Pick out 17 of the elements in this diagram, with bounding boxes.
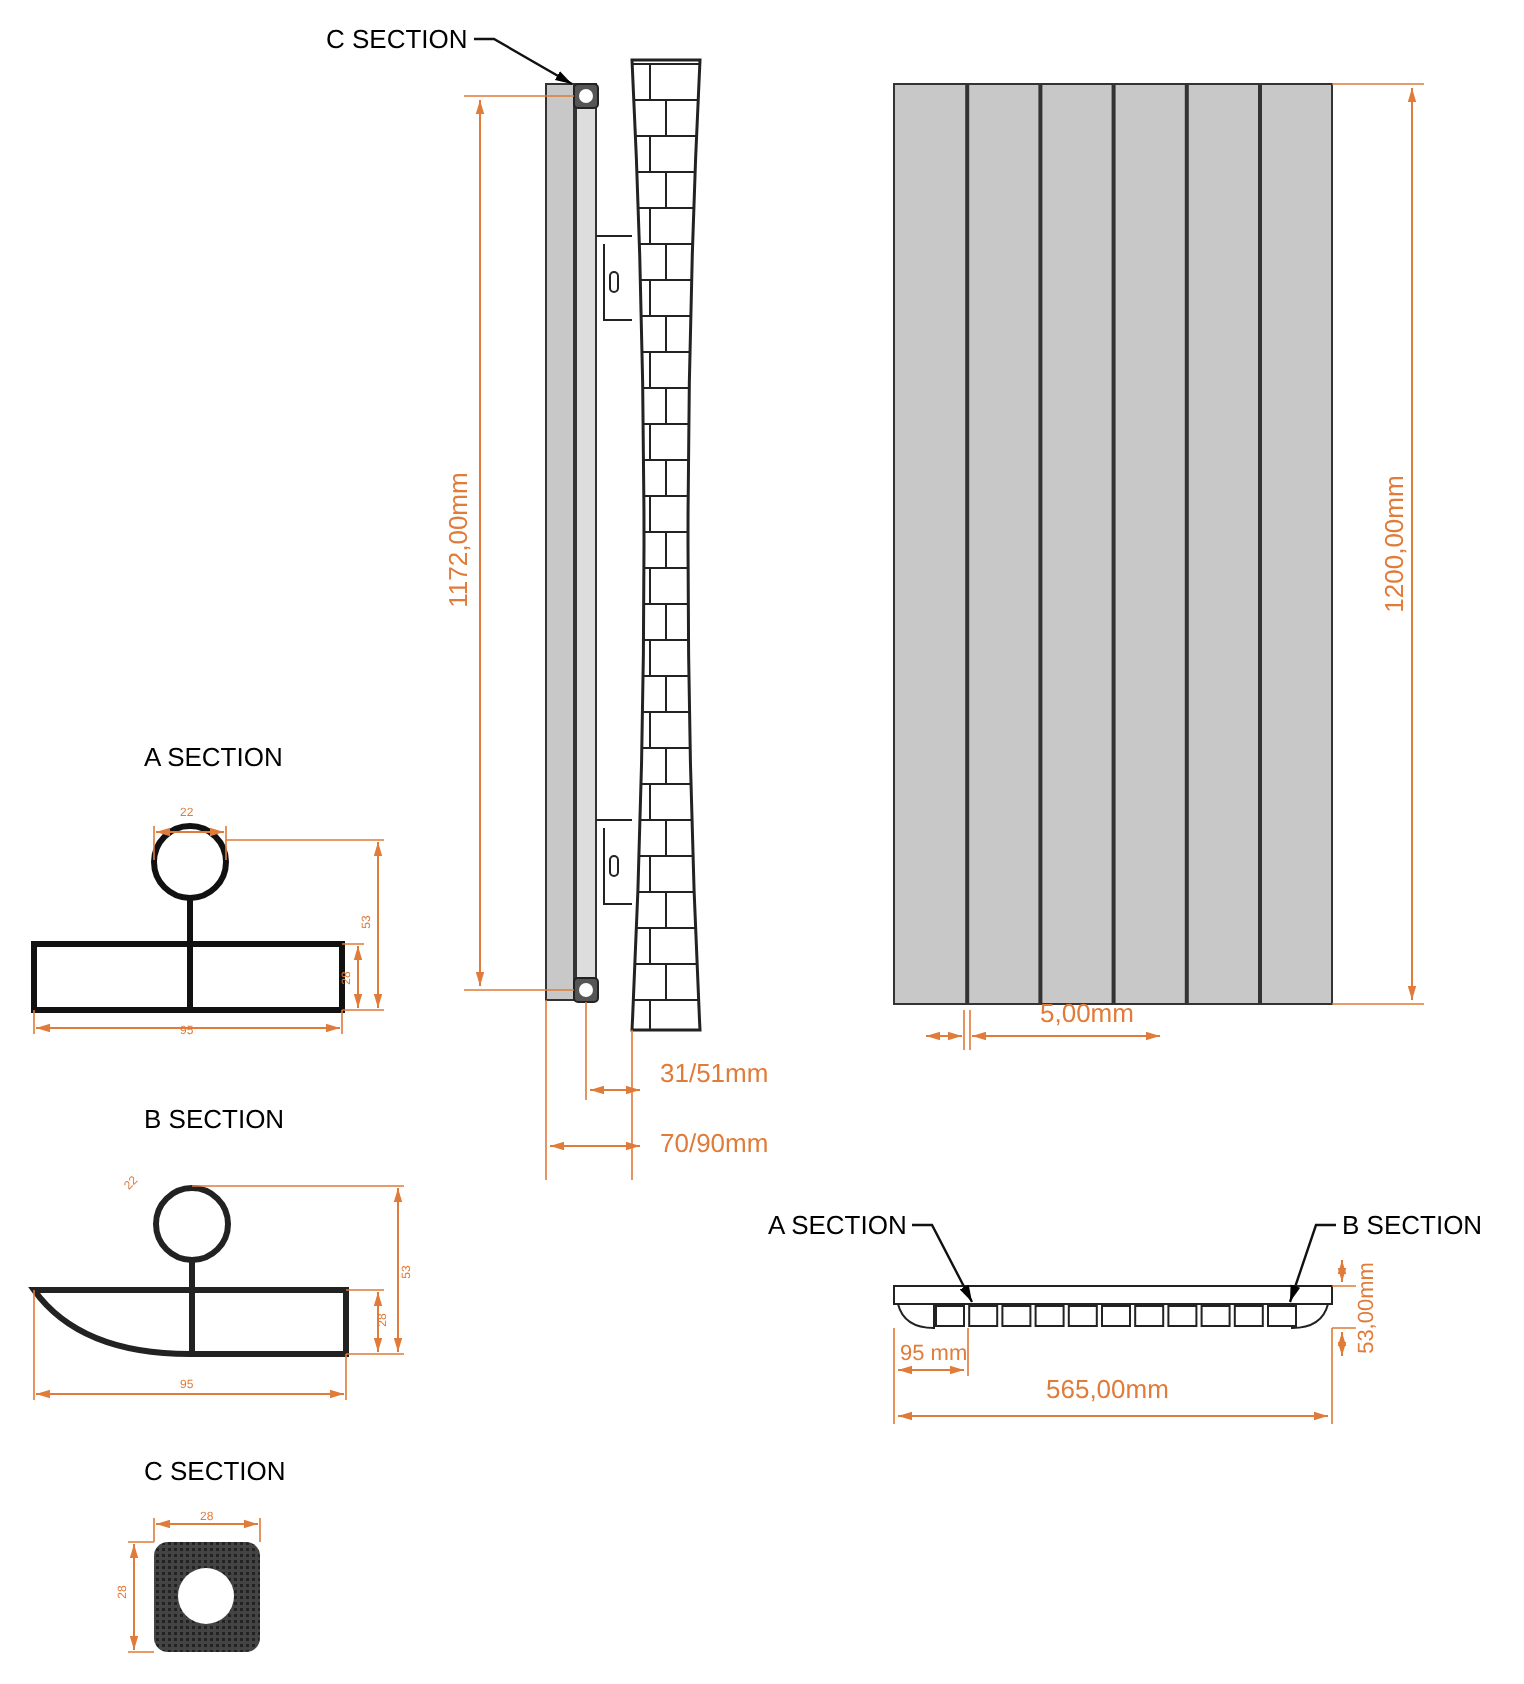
dimension-label: 31/51mm [660,1060,769,1086]
leader-line [1288,1223,1336,1303]
dimension-label: 70/90mm [660,1130,769,1156]
callout-label: C SECTION [326,26,468,52]
dimension-label: 565,00mm [1046,1376,1169,1402]
dimension-label: 95 mm [900,1344,968,1366]
dimension-label: 1172,00mm [445,472,471,608]
section-heading: A SECTION [144,744,283,770]
leader-line [912,1223,974,1303]
dimension-label: 5,00mm [1040,1000,1134,1026]
dimension-label: 53,00mm [1357,1262,1379,1354]
leader-line [474,37,573,86]
section-heading: C SECTION [144,1458,286,1484]
section-heading: B SECTION [144,1106,285,1132]
dimension-label: 1200,00mm [1381,475,1407,613]
callout-label: A SECTION [768,1212,907,1238]
callout-label: B SECTION [1342,1212,1483,1238]
